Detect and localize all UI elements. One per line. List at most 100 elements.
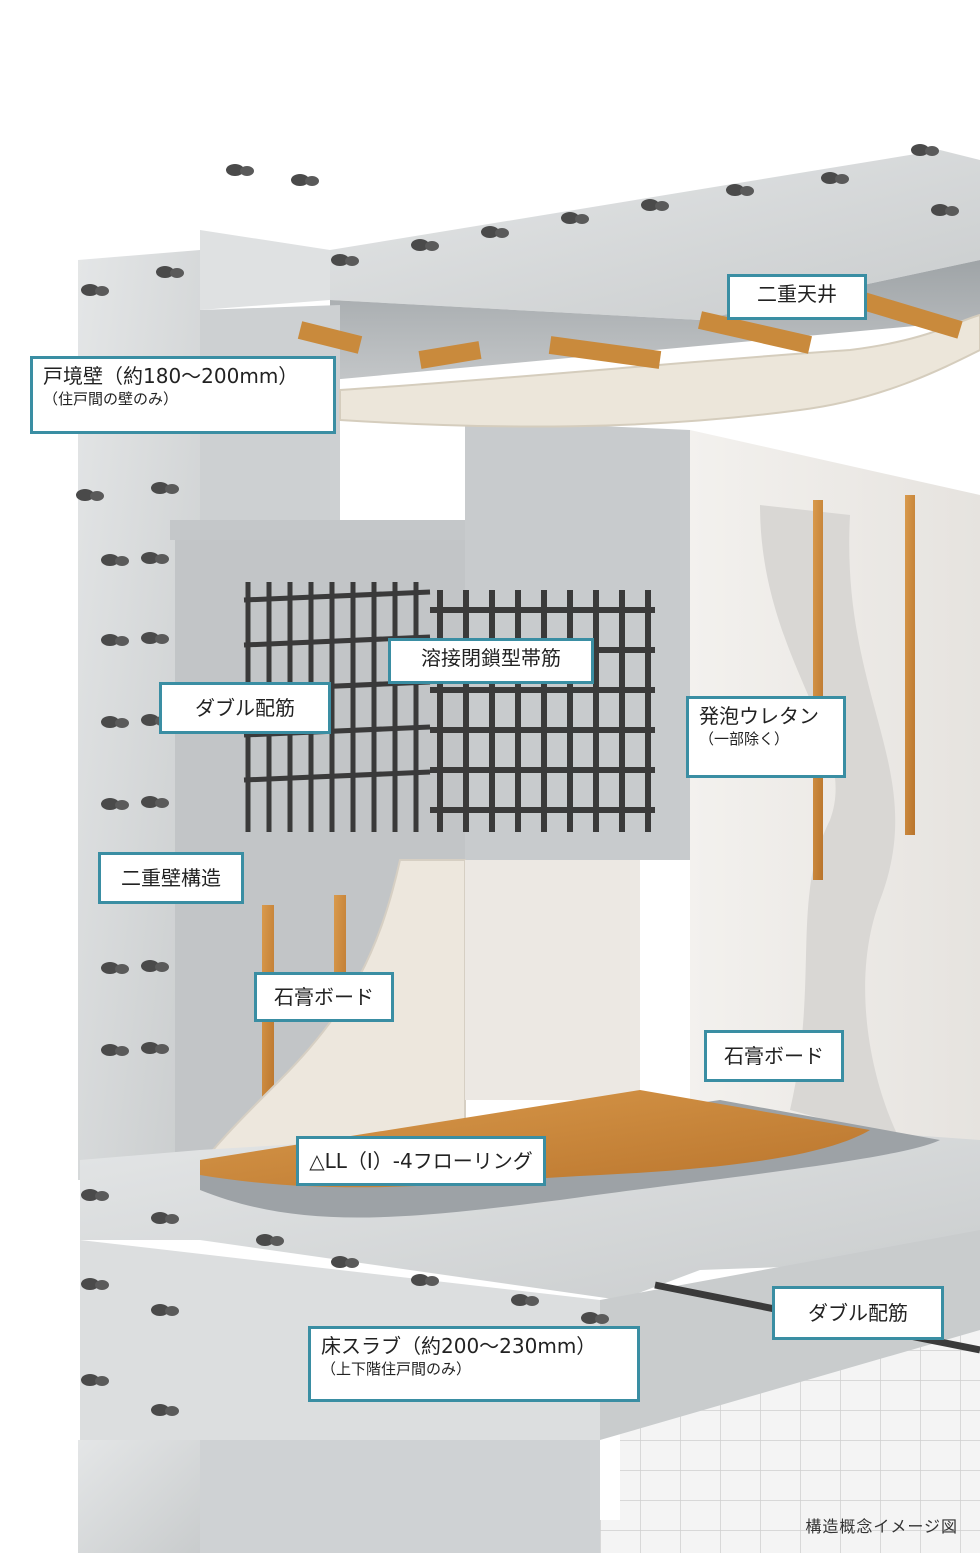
rebar-bolt-end <box>425 1276 439 1286</box>
rebar-bolt-end <box>141 632 159 644</box>
urethane-note: （一部除く） <box>699 730 790 748</box>
rebar-bolt-end <box>81 284 99 296</box>
rebar-bolt-end <box>641 199 659 211</box>
rebar-bolt-end <box>226 164 244 176</box>
rebar-bolt-end <box>115 636 129 646</box>
floor-slab-text: 床スラブ（約200～230mm） <box>321 1334 597 1358</box>
rebar-bolt-end <box>95 1191 109 1201</box>
rebar-bolt-end <box>115 556 129 566</box>
rebar-bolt-end <box>331 254 349 266</box>
ceiling-joist <box>297 321 363 354</box>
rebar-bolt-end <box>95 286 109 296</box>
label-flooring: △LL（Ⅰ）-4フローリング <box>296 1136 546 1186</box>
rebar-bolt-end <box>575 214 589 224</box>
rebar-bolt-end <box>90 491 104 501</box>
label-floor-slab: 床スラブ（約200～230mm） （上下階住戸間のみ） <box>308 1326 640 1402</box>
label-double-wall: 二重壁構造 <box>98 852 244 904</box>
rebar-horizontal <box>243 769 431 783</box>
gypsum-left-text: 石膏ボード <box>274 985 374 1009</box>
ceiling-joist <box>698 311 812 354</box>
label-gypsum-left: 石膏ボード <box>254 972 394 1022</box>
rebar-bolt-end <box>101 962 119 974</box>
rebar-bolt-end <box>345 256 359 266</box>
rebar-bolt-end <box>155 962 169 972</box>
rebar-bolt-end <box>141 1042 159 1054</box>
rebar-bolt-end <box>331 1256 349 1268</box>
rebar-bolt-end <box>291 174 309 186</box>
rebar-bolt-end <box>525 1296 539 1306</box>
rebar-bolt-end <box>101 1044 119 1056</box>
ceiling-underside <box>330 260 980 380</box>
rebar-bolt-end <box>155 554 169 564</box>
rebar-bolt-end <box>101 798 119 810</box>
column-lower <box>78 1440 200 1553</box>
rebar-bolt-end <box>151 1212 169 1224</box>
rebar-bolt-end <box>170 268 184 278</box>
rebar-bolt-end <box>945 206 959 216</box>
rebar-bolt-end <box>81 1374 99 1386</box>
rebar-bolt-end <box>156 266 174 278</box>
rebar-bolt-end <box>655 201 669 211</box>
rebar-bolt-end <box>141 552 159 564</box>
rebar-bolt-end <box>151 1304 169 1316</box>
ceiling-joist <box>548 336 662 369</box>
rebar-bolt-end <box>76 489 94 501</box>
slab-lower-beam <box>200 1440 600 1553</box>
rebar-bolt-end <box>101 634 119 646</box>
rebar-horizontal <box>243 589 431 603</box>
diagram-caption: 構造概念イメージ図 <box>805 1517 958 1536</box>
rebar-bolt-end <box>165 1306 179 1316</box>
rebar-bolt-end <box>115 800 129 810</box>
rebar-bolt-end <box>411 239 429 251</box>
party-wall-note: （住戸間の壁のみ） <box>43 390 179 408</box>
rebar-bolt-end <box>411 1274 429 1286</box>
rebar-bolt-end <box>425 241 439 251</box>
rebar-bolt-end <box>81 1189 99 1201</box>
label-double-rebar-floor: ダブル配筋 <box>772 1286 944 1340</box>
label-urethane: 発泡ウレタン （一部除く） <box>686 696 846 778</box>
rebar-bolt-end <box>511 1294 529 1306</box>
rebar-bolt-end <box>256 1234 274 1246</box>
urethane-text: 発泡ウレタン <box>699 704 819 728</box>
rebar-bolt-end <box>95 1280 109 1290</box>
rebar-bolt-end <box>81 1278 99 1290</box>
double-ceiling-text: 二重天井 <box>757 282 837 306</box>
rebar-bolt-end <box>931 204 949 216</box>
wall-stud <box>905 495 915 835</box>
rebar-bolt-end <box>345 1258 359 1268</box>
rebar-bolt-end <box>561 212 579 224</box>
label-double-rebar-wall: ダブル配筋 <box>159 682 331 734</box>
rebar-bolt-end <box>165 1406 179 1416</box>
rebar-bolt-end <box>925 146 939 156</box>
double-wall-text: 二重壁構造 <box>121 866 221 890</box>
flooring-text: △LL（Ⅰ）-4フローリング <box>309 1149 533 1173</box>
welded-hoop-text: 溶接閉鎖型帯筋 <box>421 646 561 670</box>
party-wall-column <box>78 250 200 1180</box>
rebar-bolt-end <box>481 226 499 238</box>
label-gypsum-right: 石膏ボード <box>704 1030 844 1082</box>
rebar-bolt-end <box>101 716 119 728</box>
urethane-foam <box>760 505 900 1140</box>
rebar-bolt-end <box>155 1044 169 1054</box>
inner-board <box>465 860 640 1100</box>
ceiling-joist <box>857 291 963 339</box>
rebar-bolt-end <box>101 554 119 566</box>
rebar-bolt-end <box>151 482 169 494</box>
rebar-bolt-end <box>835 174 849 184</box>
rebar-bolt-end <box>141 960 159 972</box>
gypsum-board-left <box>202 859 466 1162</box>
rebar-bolt-end <box>740 186 754 196</box>
double-rebar-wall-text: ダブル配筋 <box>195 696 295 720</box>
rebar-bolt-end <box>726 184 744 196</box>
wall-stud <box>813 500 823 880</box>
label-welded-hoop: 溶接閉鎖型帯筋 <box>388 638 594 684</box>
rebar-bolt-end <box>95 1376 109 1386</box>
ceiling-joist <box>418 341 482 369</box>
rebar-bolt-end <box>151 1404 169 1416</box>
floor-slab-note: （上下階住戸間のみ） <box>321 1360 472 1378</box>
double-rebar-floor-text: ダブル配筋 <box>808 1301 908 1325</box>
rebar-bolt-end <box>165 484 179 494</box>
rebar-bolt-end <box>141 714 159 726</box>
rebar-bolt-end <box>270 1236 284 1246</box>
